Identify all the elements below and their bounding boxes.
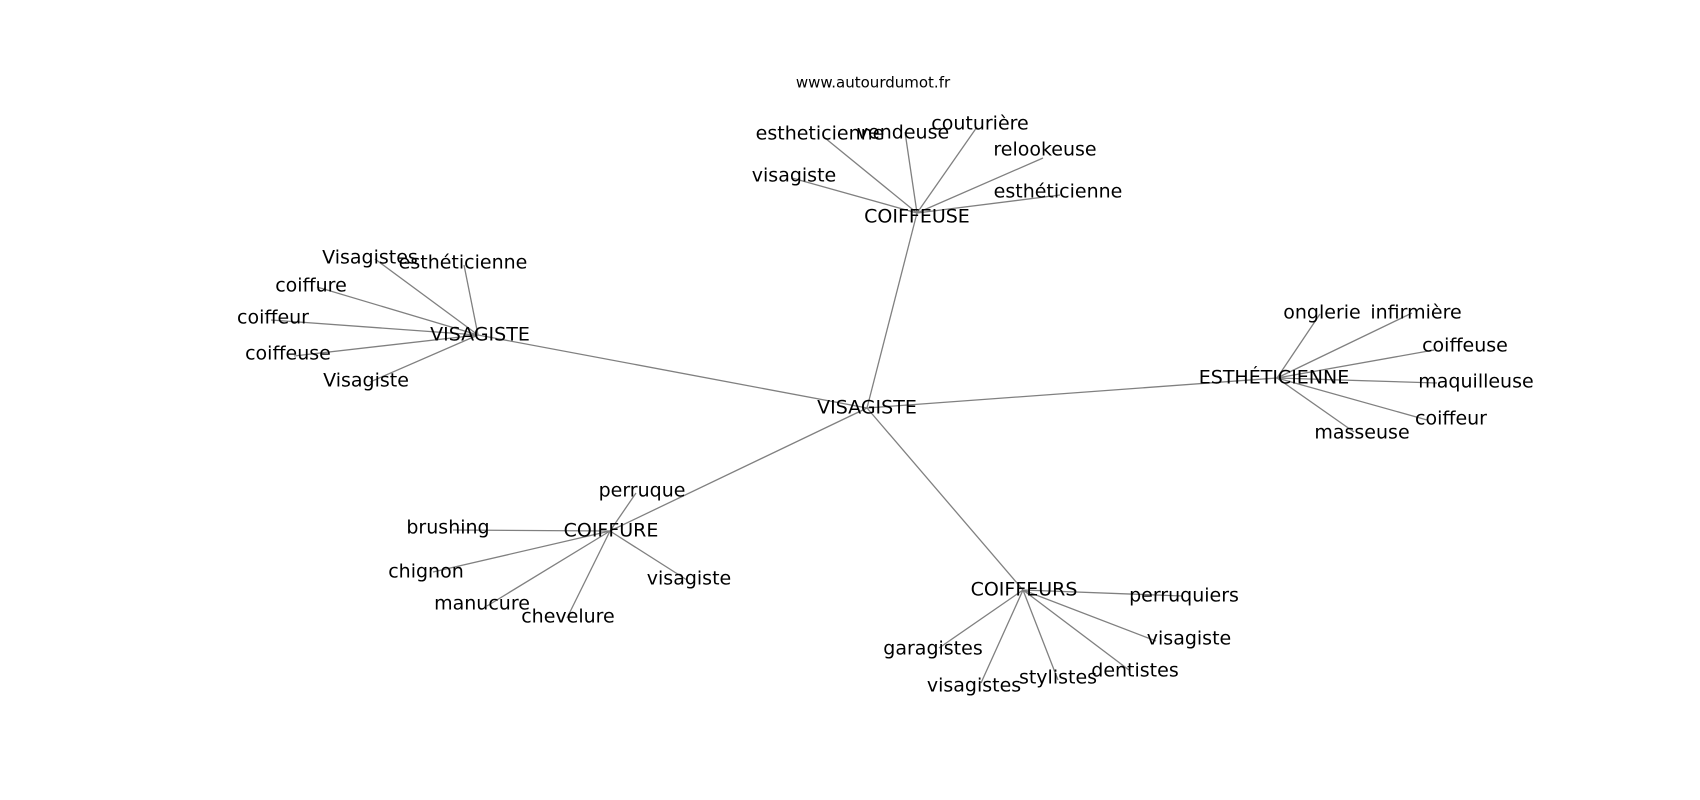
leaf-label-coiffeurs-1: visagiste xyxy=(1147,628,1231,650)
leaf-label-coiffeuse-1: vendeuse xyxy=(857,122,949,144)
leaf-label-visagiste-4: coiffeuse xyxy=(245,343,331,365)
leaf-label-coiffure-4: chevelure xyxy=(521,606,615,628)
leaf-label-estheticienne-0: onglerie xyxy=(1283,302,1360,324)
center-node-label: VISAGISTE xyxy=(817,397,917,419)
leaf-label-coiffure-0: perruque xyxy=(599,480,686,502)
leaf-label-coiffeuse-2: couturière xyxy=(931,113,1028,135)
edge-coiffure-leaf-4 xyxy=(566,530,611,619)
edge-coiffeuse-leaf-3 xyxy=(916,157,1044,214)
leaf-label-estheticienne-3: maquilleuse xyxy=(1418,371,1533,393)
leaf-label-coiffure-3: manucure xyxy=(434,593,530,615)
leaf-label-estheticienne-4: coiffeur xyxy=(1415,408,1487,430)
edge-coiffure-leaf-5 xyxy=(609,530,688,581)
edge-coiffeurs-leaf-3 xyxy=(980,589,1024,684)
edge-coiffeurs-leaf-1 xyxy=(1022,589,1157,642)
edge-visagiste-leaf-0 xyxy=(374,258,479,336)
edge-visagiste-leaf-1 xyxy=(463,264,479,336)
edge-coiffeuse-leaf-0 xyxy=(824,137,918,214)
edge-center-coiffure xyxy=(609,407,868,532)
edge-estheticienne-leaf-5 xyxy=(1276,377,1355,433)
leaf-label-visagiste-3: coiffeur xyxy=(237,307,309,329)
edge-center-visagiste xyxy=(477,334,868,409)
leaf-label-visagiste-2: coiffure xyxy=(275,275,347,297)
edge-coiffeuse-leaf-2 xyxy=(916,126,978,214)
leaf-label-coiffure-1: brushing xyxy=(406,517,489,539)
leaf-label-coiffeurs-4: stylistes xyxy=(1019,667,1097,689)
edge-coiffeurs-leaf-5 xyxy=(1022,589,1130,671)
leaf-label-visagiste-1: esthéticienne xyxy=(399,252,528,274)
edge-visagiste-leaf-2 xyxy=(316,286,479,336)
edge-estheticienne-leaf-3 xyxy=(1276,377,1438,384)
leaf-label-coiffure-2: chignon xyxy=(388,561,464,583)
edge-coiffure-leaf-3 xyxy=(486,530,611,607)
leaf-label-coiffeuse-5: esthéticienne xyxy=(994,181,1123,203)
edge-coiffeurs-leaf-0 xyxy=(1022,589,1183,597)
edge-visagiste-leaf-3 xyxy=(270,319,479,336)
edge-estheticienne-leaf-1 xyxy=(1276,312,1413,379)
leaf-label-coiffeuse-3: relookeuse xyxy=(993,139,1096,161)
edge-coiffure-leaf-2 xyxy=(432,530,611,573)
leaf-label-visagiste-0: Visagistes xyxy=(322,247,418,269)
site-label: www.autourdumot.fr xyxy=(796,74,951,92)
leaf-label-estheticienne-5: masseuse xyxy=(1314,422,1409,444)
graph-edges xyxy=(270,126,1438,684)
edge-center-estheticienne xyxy=(866,377,1278,409)
edge-center-coiffeurs xyxy=(866,407,1024,591)
edge-coiffeurs-leaf-2 xyxy=(938,589,1024,649)
hub-label-coiffeuse: COIFFEUSE xyxy=(864,206,970,228)
leaf-label-estheticienne-1: infirmière xyxy=(1370,302,1461,324)
leaf-label-coiffeurs-3: visagistes xyxy=(927,675,1021,697)
hub-label-coiffure: COIFFURE xyxy=(564,520,659,542)
hub-label-estheticienne: ESTHÉTICIENNE xyxy=(1199,366,1349,389)
leaf-label-coiffeuse-0: estheticienne xyxy=(756,123,885,145)
graph-labels: www.autourdumot.fr VISAGISTE estheticien… xyxy=(237,74,1534,697)
edge-visagiste-leaf-5 xyxy=(369,334,479,383)
leaf-label-coiffeuse-4: visagiste xyxy=(752,165,836,187)
hub-label-coiffeurs: COIFFEURS xyxy=(971,579,1078,601)
edge-estheticienne-leaf-2 xyxy=(1276,349,1435,379)
leaf-label-visagiste-5: Visagiste xyxy=(323,370,409,392)
edge-estheticienne-leaf-0 xyxy=(1276,313,1321,379)
edge-center-coiffeuse xyxy=(866,212,918,409)
edge-coiffeuse-leaf-4 xyxy=(791,177,918,214)
leaf-label-coiffeurs-0: perruquiers xyxy=(1129,585,1239,607)
leaf-label-coiffeurs-5: dentistes xyxy=(1091,660,1178,682)
edge-coiffeuse-leaf-1 xyxy=(904,131,918,214)
edge-visagiste-leaf-4 xyxy=(293,334,479,357)
edge-coiffure-leaf-0 xyxy=(609,492,637,532)
leaf-label-estheticienne-2: coiffeuse xyxy=(1422,335,1508,357)
edge-estheticienne-leaf-4 xyxy=(1276,377,1428,421)
edge-coiffure-leaf-1 xyxy=(452,529,611,532)
edge-coiffeurs-leaf-4 xyxy=(1022,589,1059,681)
leaf-label-coiffeurs-2: garagistes xyxy=(883,638,982,660)
hub-label-visagiste: VISAGISTE xyxy=(430,324,530,346)
edge-coiffeuse-leaf-5 xyxy=(916,194,1061,214)
leaf-label-coiffure-5: visagiste xyxy=(647,568,731,590)
